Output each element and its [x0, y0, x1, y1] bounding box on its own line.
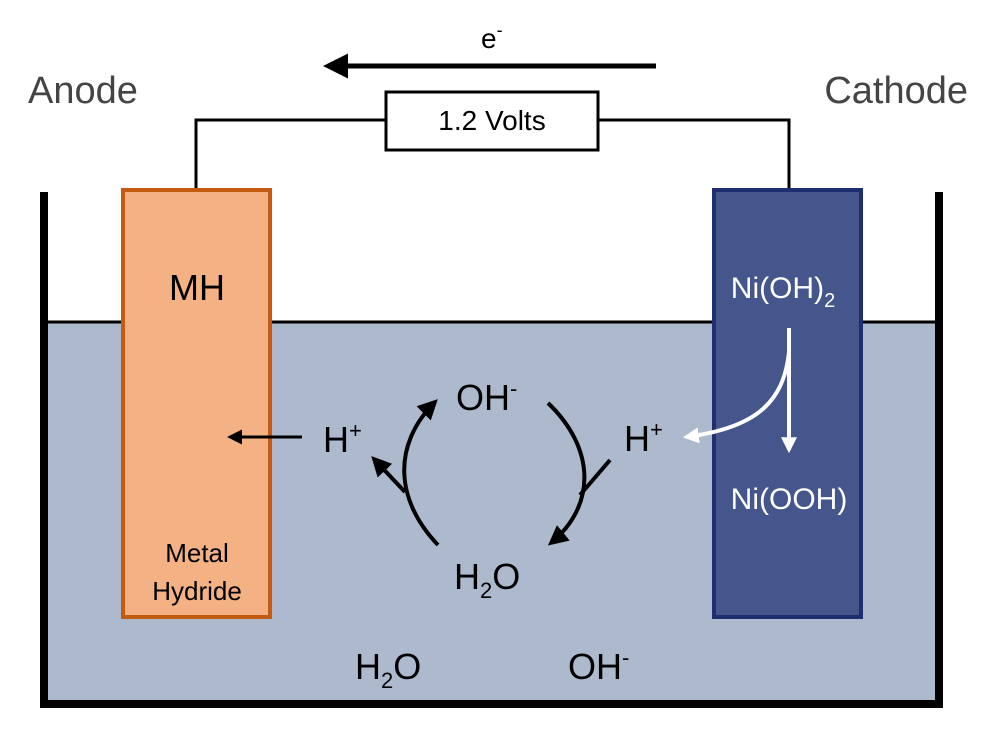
voltage-label: 1.2 Volts — [438, 105, 545, 136]
anode-top-label: MH — [169, 267, 225, 308]
oh-cycle-label: OH- — [456, 376, 517, 418]
cycle-arrow-right-branch — [578, 458, 612, 497]
cathode-top-label: Ni(OH)2 — [731, 272, 835, 312]
load-resistor — [384, 90, 600, 152]
cathode-label: Cathode — [824, 70, 968, 112]
cycle-arrow-left-curve — [402, 399, 440, 547]
anode-material-line2: Hydride — [152, 576, 242, 606]
h-plus-right-label: H+ — [624, 417, 663, 459]
anode-material-line1: Metal — [165, 538, 229, 568]
oh-bottom-label: OH- — [568, 645, 629, 687]
circuit-wire — [194, 118, 791, 190]
cycle-arrow-left-branch — [371, 456, 407, 494]
h2o-bottom-label: H2O — [355, 646, 421, 693]
cycle-arrow-right-curve — [546, 401, 587, 546]
container-walls — [40, 192, 943, 708]
anode-electrode — [121, 188, 272, 619]
cathode-bottom-label: Ni(OOH) — [731, 483, 848, 516]
h2o-cycle-label: H2O — [454, 556, 520, 603]
electron-label: e- — [481, 20, 503, 54]
anode-label: Anode — [28, 70, 138, 112]
h-plus-left-label: H+ — [323, 418, 362, 460]
cathode-h-plus-release-arrow — [682, 351, 791, 444]
